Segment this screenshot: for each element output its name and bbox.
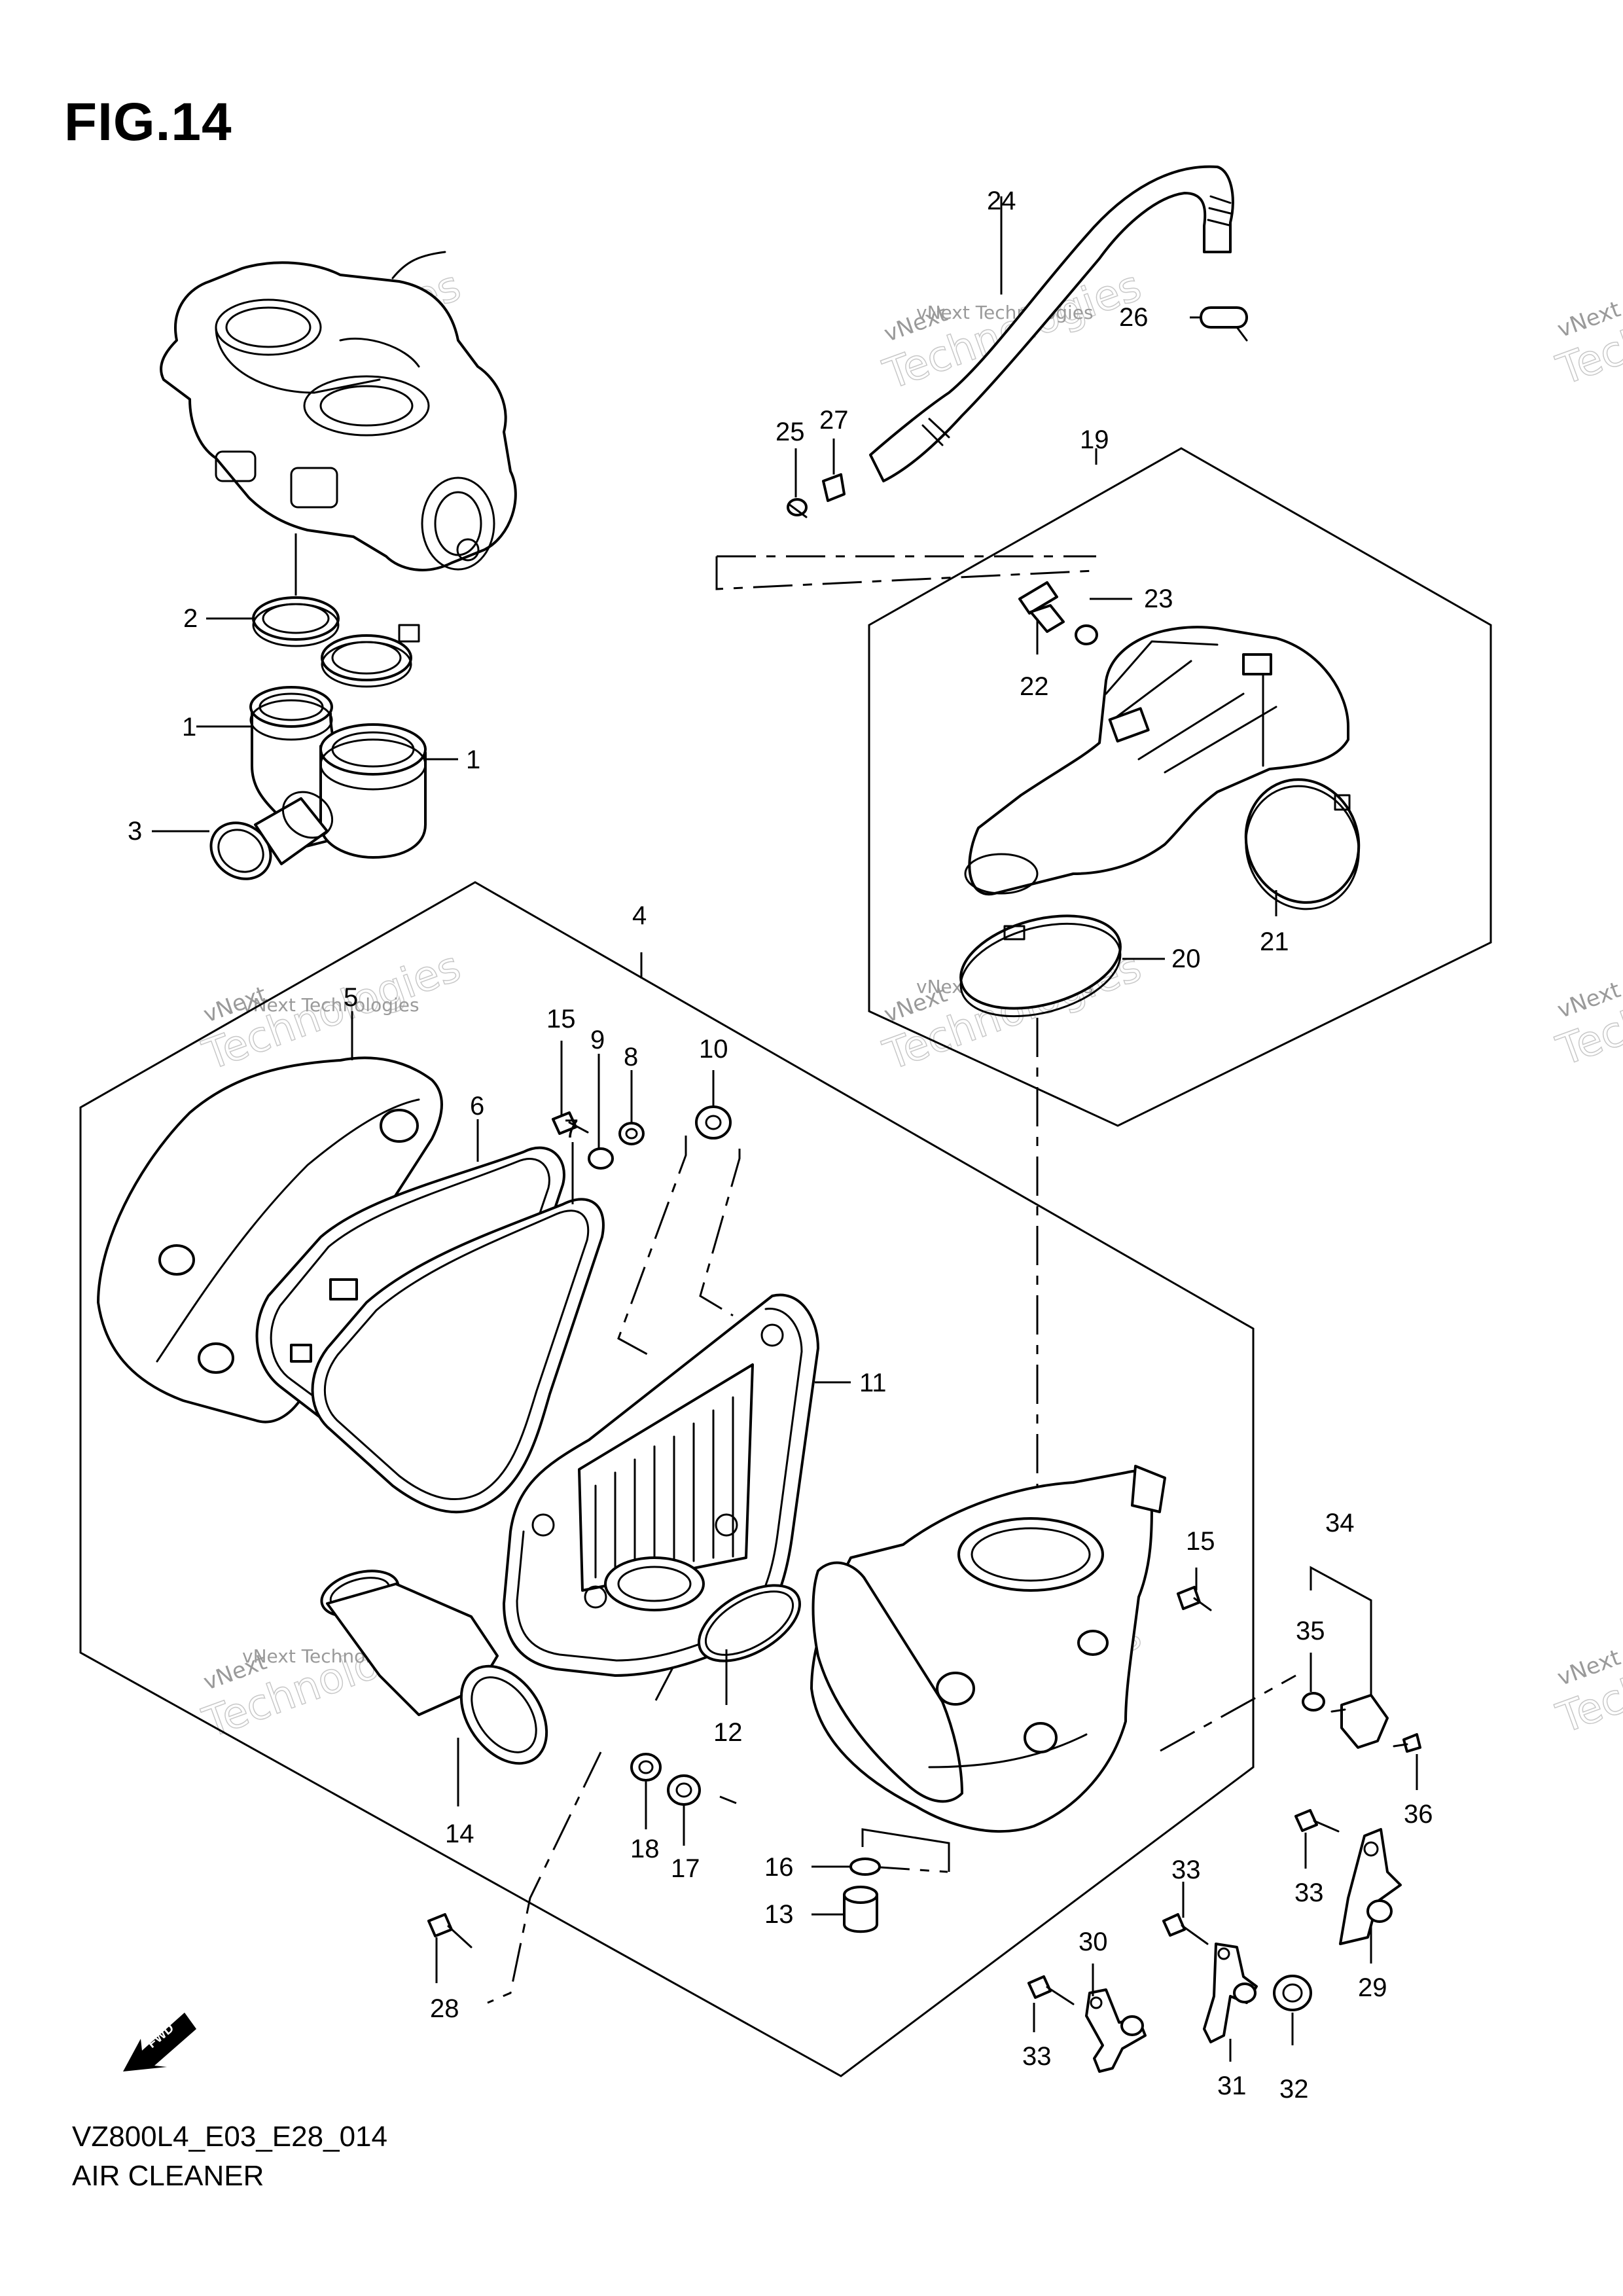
grommet-32 xyxy=(1273,1975,1312,2011)
bolt-33-b xyxy=(1162,1913,1209,1945)
bracket-29 xyxy=(1339,1828,1402,1945)
sensor-bracket xyxy=(1310,1566,1372,1695)
model-code: VZ800L4_E03_E28_014 xyxy=(72,2121,387,2153)
bolt-33-c xyxy=(1027,1975,1075,2005)
callout-32: 32 xyxy=(1279,2075,1309,2104)
callout-7: 7 xyxy=(564,1115,579,1143)
callout-9: 9 xyxy=(590,1026,605,1054)
cleaner-cover-5 xyxy=(97,1056,443,1424)
callout-15: 15 xyxy=(546,1005,576,1033)
callout-36: 36 xyxy=(1404,1800,1433,1829)
bolt-28 xyxy=(427,1913,473,1948)
callout-21: 21 xyxy=(1260,927,1289,956)
callout-27: 27 xyxy=(819,406,849,435)
outlet-assembly-frame xyxy=(868,447,1492,1127)
callout-26: 26 xyxy=(1119,303,1149,332)
bolt-33-a xyxy=(1294,1809,1340,1833)
callout-1: 1 xyxy=(182,713,196,742)
seal-ring-3 xyxy=(209,791,334,880)
callout-8: 8 xyxy=(624,1043,638,1071)
callout-16: 16 xyxy=(764,1853,794,1882)
callout-29: 29 xyxy=(1358,1973,1387,2002)
callout-30: 30 xyxy=(1079,1928,1108,1956)
air-filter-11 xyxy=(503,1293,819,1677)
callout-18: 18 xyxy=(630,1835,660,1863)
callout-12: 12 xyxy=(713,1718,743,1747)
tube-13 xyxy=(843,1886,878,1933)
callout-33: 33 xyxy=(1171,1856,1201,1884)
washer-9 xyxy=(588,1147,614,1170)
seal-12 xyxy=(698,1584,801,1662)
callout-19: 19 xyxy=(1080,425,1109,454)
callout-3: 3 xyxy=(128,817,142,846)
callout-35: 35 xyxy=(1296,1617,1325,1645)
clip-23 xyxy=(1075,624,1098,645)
callout-33: 33 xyxy=(1294,1878,1324,1907)
callout-34: 34 xyxy=(1325,1509,1355,1537)
grommet-18 xyxy=(630,1753,662,1782)
callout-1: 1 xyxy=(466,745,480,774)
clamp-21 xyxy=(1244,778,1361,910)
clamp-2 xyxy=(252,596,420,688)
section-title: AIR CLEANER xyxy=(72,2160,264,2192)
callout-labels: 2 1 1 3 4 5 6 7 15 9 8 10 11 12 14 18 17… xyxy=(128,187,1433,2104)
callout-28: 28 xyxy=(430,1994,459,2023)
callout-2: 2 xyxy=(183,604,198,633)
callout-5: 5 xyxy=(344,983,358,1012)
watermark-text: vNext Technologies xyxy=(916,302,1094,323)
callout-10: 10 xyxy=(699,1035,728,1064)
intake-pipe-1 xyxy=(249,686,427,859)
callout-31: 31 xyxy=(1217,2072,1247,2100)
bracket-31 xyxy=(1203,1943,1258,2043)
leader-lines xyxy=(152,196,1418,2062)
cushion-17 xyxy=(667,1774,701,1806)
cushion-10 xyxy=(695,1105,732,1139)
callout-24: 24 xyxy=(987,187,1016,215)
breather-hose-24 xyxy=(787,165,1248,518)
fitting-22 xyxy=(1018,581,1065,633)
callout-13: 13 xyxy=(764,1900,794,1929)
callout-17: 17 xyxy=(671,1854,700,1883)
callout-33: 33 xyxy=(1022,2042,1052,2071)
clamp-20 xyxy=(959,914,1122,1018)
callout-14: 14 xyxy=(445,1820,474,1848)
sensor-34 xyxy=(1330,1694,1389,1749)
callout-6: 6 xyxy=(470,1092,484,1121)
callout-20: 20 xyxy=(1171,944,1201,973)
watermark-text: vNext Technologies xyxy=(242,994,419,1016)
air-cleaner-assembly-frame xyxy=(79,881,1255,2077)
grommet-8 xyxy=(618,1122,645,1145)
callout-11: 11 xyxy=(859,1369,887,1397)
callout-4: 4 xyxy=(632,901,647,930)
callout-15: 15 xyxy=(1186,1527,1215,1556)
callout-23: 23 xyxy=(1144,584,1173,613)
element-7 xyxy=(290,1198,605,1514)
fwd-arrow: FWD xyxy=(123,2013,196,2072)
assembly-frames xyxy=(79,447,1492,2077)
bracket-16 xyxy=(861,1828,950,1872)
screw-15 xyxy=(552,1111,589,1135)
screw-36 xyxy=(1393,1733,1421,1753)
figure-title: FIG.14 xyxy=(64,92,232,152)
washer-35 xyxy=(1302,1692,1325,1712)
bracket-30 xyxy=(1085,1988,1147,2073)
inlet-duct-14 xyxy=(320,1570,548,1765)
callout-22: 22 xyxy=(1020,672,1049,701)
cleaner-case xyxy=(810,1465,1166,1833)
outlet-duct-19 xyxy=(964,626,1349,896)
clip-16 xyxy=(849,1857,881,1876)
throttle-body xyxy=(160,251,517,571)
callout-25: 25 xyxy=(776,418,805,446)
screw-15-right xyxy=(1177,1586,1212,1611)
